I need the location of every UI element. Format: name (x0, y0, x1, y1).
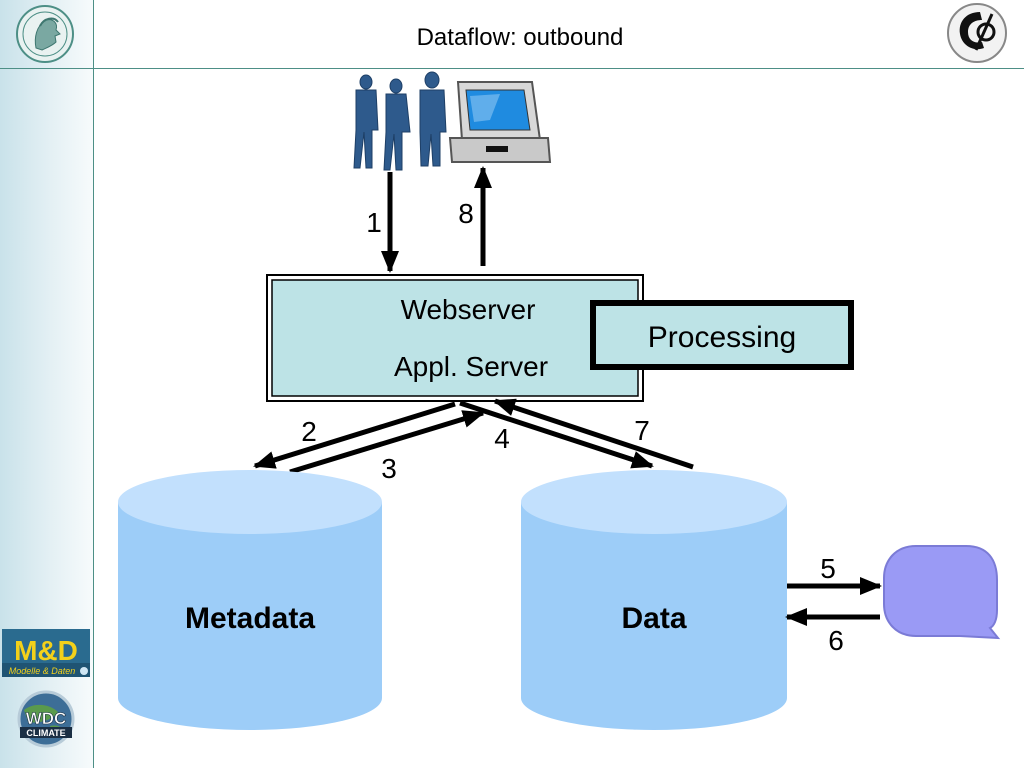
arrow-4 (459, 400, 654, 469)
step-label-8: 8 (458, 198, 474, 229)
data-label: Data (621, 602, 686, 635)
step-label-2: 2 (301, 416, 317, 447)
svg-text:WDC: WDC (26, 709, 67, 728)
processing-box: Processing (590, 300, 854, 370)
vertical-divider (93, 0, 94, 768)
arrow-7 (493, 398, 694, 470)
md-logo-icon: M&D Modelle & Daten (2, 629, 90, 677)
header-divider (0, 68, 1024, 69)
institute-logo-icon (947, 3, 1007, 63)
step-label-5: 5 (820, 553, 836, 584)
metadata-label: Metadata (185, 602, 315, 635)
webserver-label: Webserver (401, 294, 536, 325)
data-cylinder: Data (521, 470, 787, 730)
step-label-4: 4 (494, 423, 510, 454)
svg-text:Modelle & Daten: Modelle & Daten (9, 666, 76, 676)
step-label-3: 3 (381, 453, 397, 484)
svg-text:M&D: M&D (14, 635, 78, 666)
wdc-climate-logo-icon: WDC CLIMATE (17, 690, 75, 748)
step-label-6: 6 (828, 625, 844, 656)
step-label-7: 7 (634, 415, 650, 446)
metadata-cylinder: Metadata (118, 470, 382, 730)
arrow-3 (289, 410, 485, 475)
speech-bubble-icon (883, 545, 1001, 640)
mpg-logo-icon (16, 5, 74, 63)
appl-server-label: Appl. Server (394, 351, 548, 382)
people-icon (353, 71, 447, 171)
computer-icon (448, 81, 552, 163)
page-title: Dataflow: outbound (416, 24, 624, 51)
step-label-1: 1 (366, 207, 382, 238)
processing-label: Processing (648, 321, 796, 354)
svg-text:CLIMATE: CLIMATE (26, 728, 65, 738)
arrow-2 (253, 401, 456, 469)
webserver-box: Webserver Appl. Server (266, 274, 644, 402)
